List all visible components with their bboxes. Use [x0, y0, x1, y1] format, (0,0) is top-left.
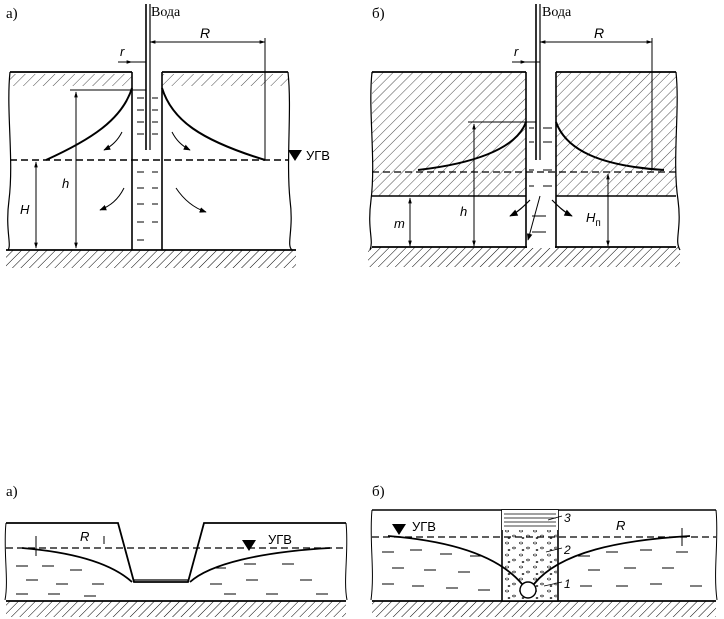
panel-top-left: а) Вода: [6, 4, 330, 268]
panel-bottom-right: б) УГВ R 3 2 1: [370, 484, 718, 617]
impervious-base: [6, 250, 296, 268]
impervious-base: [6, 601, 346, 617]
section-right-edge: [675, 71, 681, 251]
panel-top-right: б) Вода: [368, 4, 681, 267]
drawdown-curve-left: [387, 535, 523, 585]
impervious-base: [372, 601, 716, 617]
mound-curve-left: [417, 121, 527, 171]
layer-3-label: 3: [564, 511, 571, 525]
panel-label: б): [372, 484, 385, 500]
water-label: Вода: [542, 5, 572, 20]
ugv-label: УГВ: [412, 519, 436, 534]
dim-m-label: m: [394, 216, 405, 231]
radius-small-label: r: [120, 44, 125, 59]
drain-backfill-top: [502, 510, 558, 530]
upper-stratum-left: [372, 72, 526, 196]
ugv-triangle-icon: [242, 540, 256, 551]
radius-influence-label: R: [80, 529, 89, 544]
radius-influence-label: R: [594, 25, 604, 41]
ground-surface-left: [10, 74, 132, 86]
section-left-edge: [7, 71, 12, 251]
ground-profile: [6, 522, 346, 583]
radius-influence-label: R: [616, 518, 625, 533]
section-left-edge: [369, 71, 374, 251]
radius-influence-label: R: [200, 25, 210, 41]
ugv-label: УГВ: [268, 532, 292, 547]
upper-stratum-right: [556, 72, 676, 196]
mound-curve-right: [161, 87, 266, 161]
panel-bottom-left: а) УГВ R: [4, 484, 348, 617]
drain-pipe: [519, 581, 537, 599]
dim-h-label: h: [62, 176, 69, 191]
drawdown-curve-right: [189, 547, 331, 583]
dim-H-label: H: [20, 202, 30, 217]
drawdown-curve-right: [533, 535, 691, 585]
ugv-triangle-icon: [392, 524, 406, 535]
drawdown-curve-left: [21, 547, 133, 583]
mound-curve-left: [45, 87, 133, 161]
water-label: Вода: [151, 5, 181, 20]
mound-curve-right: [555, 121, 665, 171]
impervious-base: [368, 247, 680, 267]
radius-small-label: r: [514, 44, 519, 59]
layer-2-label: 2: [563, 543, 571, 557]
panel-label: б): [372, 6, 385, 22]
dim-Hp-label: Hп: [586, 210, 601, 229]
ugv-label: УГВ: [306, 148, 330, 163]
section-right-edge: [287, 71, 293, 251]
ugv-triangle-icon: [288, 150, 302, 161]
panel-label: а): [6, 6, 18, 22]
layer-1-label: 1: [564, 577, 571, 591]
ground-surface-right: [162, 74, 288, 86]
panel-label: а): [6, 484, 18, 500]
dim-h-label: h: [460, 204, 467, 219]
